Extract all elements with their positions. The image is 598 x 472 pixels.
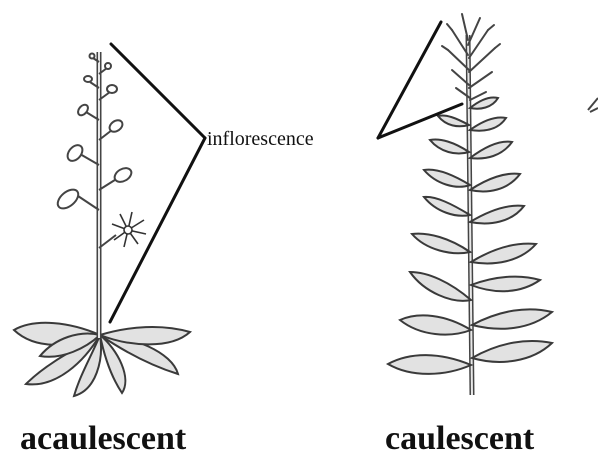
acaulescent-label: acaulescent	[20, 420, 186, 458]
cauline-leaf	[470, 118, 506, 131]
cauline-leaf	[471, 244, 536, 264]
open-flower	[112, 212, 146, 247]
cauline-leaf	[410, 272, 471, 301]
cauline-leaf	[470, 97, 498, 108]
fruit-pod	[54, 186, 81, 212]
acaulescent-plant	[14, 44, 205, 396]
flower-bud	[90, 54, 95, 59]
cauline-leaf	[412, 234, 470, 254]
cauline-leaf	[471, 277, 540, 292]
cauline-leaf	[438, 115, 469, 126]
fruit-pod	[112, 165, 134, 184]
cauline-leaf	[424, 170, 470, 187]
fruit-pod	[76, 103, 90, 117]
cauline-leaf	[470, 142, 512, 159]
inflorescence-label: inflorescence	[207, 128, 314, 151]
caulescent-plant	[378, 14, 552, 395]
partial-plant-fragment	[588, 98, 598, 112]
cauline-leaf	[388, 355, 471, 374]
cauline-leaf	[424, 197, 470, 216]
flower-bud	[105, 63, 111, 69]
fruit-pod	[65, 142, 86, 164]
callout-lines-left	[110, 44, 205, 322]
caulescent-label: caulescent	[385, 420, 534, 458]
caulescent-inflorescence	[442, 14, 500, 100]
cauline-leaf	[430, 140, 469, 154]
cauline-leaf	[472, 341, 552, 362]
flower-bud	[84, 76, 92, 82]
fruit-pod	[107, 85, 117, 93]
cauline-leaf	[472, 309, 552, 328]
cauline-leaf	[400, 315, 471, 334]
basal-rosette-leaves	[14, 323, 190, 396]
cauline-leaf	[470, 174, 520, 192]
cauline-leaf	[470, 206, 524, 224]
